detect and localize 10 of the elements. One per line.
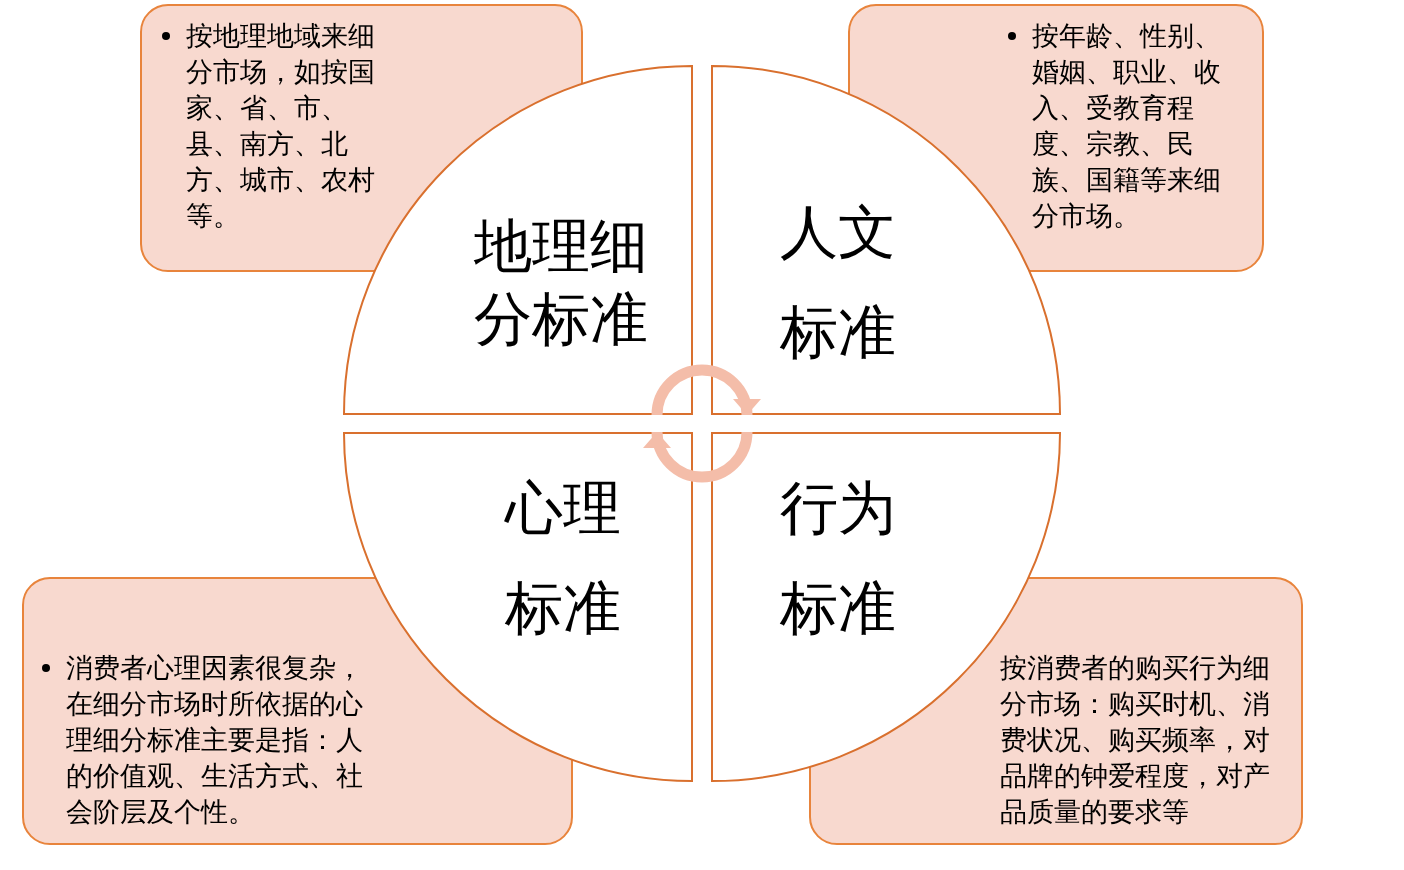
segment-title: 人文标准 — [780, 197, 897, 368]
curved-arrow — [644, 431, 753, 483]
segment-title: 行为标准 — [780, 473, 897, 644]
segment-title: 心理标准 — [505, 473, 622, 644]
description-text: 消费者心理因素很复杂，在细分市场时所依据的心理细分标准主要是指：人的价值观、生活方式、社会阶层及个性。 — [66, 651, 364, 829]
segment-title: 地理细分标准 — [474, 211, 649, 355]
description-text: 按年龄、性别、婚姻、职业、收入、受教育程度、宗教、民族、国籍等来细分市场。 — [1032, 19, 1222, 233]
curved-arrow — [651, 364, 760, 416]
description-text: 按消费者的购买行为细分市场：购买时机、消费状况、购买频率，对品牌的钟爱程度，对产品质量的要求等 — [1000, 651, 1271, 829]
description-text: 按地理地域来细分市场，如按国家、省、市、县、南方、北方、城市、农村等。 — [186, 19, 376, 233]
